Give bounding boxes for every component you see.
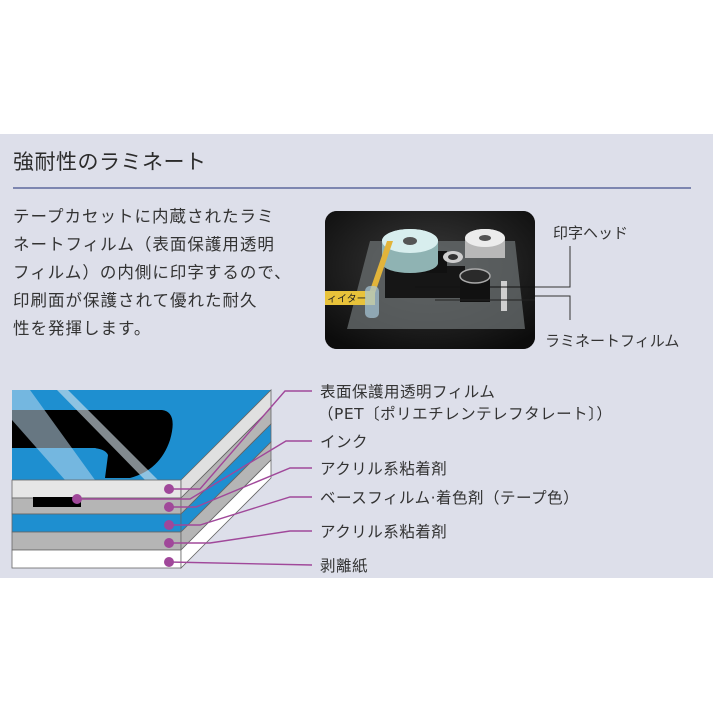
layer-label-adhesive-1: アクリル系粘着剤 (320, 460, 448, 478)
svg-text:ィイター: ィイター (327, 293, 367, 305)
layer-label-surface-film: 表面保護用透明フィルム （PET〔ポリエチレンテレフタレート〕） (318, 383, 613, 423)
callout-laminate-film: ラミネートフィルム (545, 332, 680, 350)
layer-label-adhesive-2: アクリル系粘着剤 (320, 523, 448, 541)
cassette-illustration: ィイター (325, 211, 535, 349)
layer-label-ink: インク (320, 433, 369, 451)
section-title: 強耐性のラミネート (13, 150, 207, 174)
layer-label-base-film: ベースフィルム·着色剤（テープ色） (320, 489, 580, 507)
description-line: ネートフィルム（表面保護用透明 (13, 235, 275, 254)
layer-label-release-paper: 剥離紙 (320, 557, 369, 575)
callout-print-head: 印字ヘッド (553, 224, 629, 242)
title-divider (13, 187, 691, 189)
description-line: テープカセットに内蔵されたラミ (13, 207, 275, 226)
description-line: フィルム）の内側に印字するので、 (13, 263, 292, 282)
description-line: 性を発揮します。 (13, 319, 152, 338)
tape-cassette-photo: ィイター (325, 211, 535, 349)
description-text: テープカセットに内蔵されたラミ ネートフィルム（表面保護用透明 フィルム）の内側… (13, 203, 313, 343)
description-line: 印刷面が保護されて優れた耐久 (13, 291, 258, 310)
